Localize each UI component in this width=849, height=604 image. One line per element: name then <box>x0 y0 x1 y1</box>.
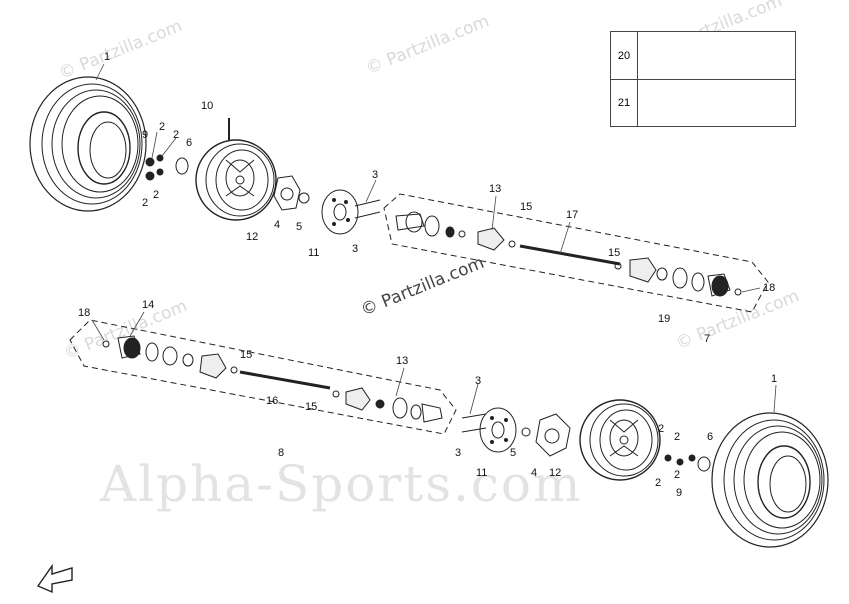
part-label: 8 <box>278 447 285 459</box>
part-label: 5 <box>296 221 303 233</box>
part-label: 19 <box>658 313 671 325</box>
direction-arrow-icon <box>36 563 73 594</box>
part-label: 9 <box>142 129 149 141</box>
part-label: 15 <box>520 201 533 213</box>
hub-lower <box>521 413 571 457</box>
part-label: 11 <box>308 247 320 259</box>
part-label: 6 <box>707 431 714 443</box>
part-label: 15 <box>240 349 253 361</box>
part-label: 18 <box>78 307 91 319</box>
inset-row-21: 21 <box>611 79 795 126</box>
part-label: 13 <box>489 183 502 195</box>
part-label: 2 <box>142 197 149 209</box>
part-label: 2 <box>674 469 681 481</box>
hub-upper <box>273 175 310 211</box>
part-label: 10 <box>201 100 214 112</box>
part-label: 5 <box>510 447 517 459</box>
part-label: 2 <box>153 189 160 201</box>
part-label: 3 <box>372 169 379 181</box>
part-label: 15 <box>608 247 621 259</box>
inset-row-20: 20 <box>611 32 795 80</box>
part-label: 1 <box>104 51 111 63</box>
part-label: 12 <box>246 231 259 243</box>
tire-upper <box>29 76 147 212</box>
part-label: 7 <box>704 333 711 345</box>
shaft-box-lower <box>69 319 457 435</box>
part-label: 14 <box>142 299 155 311</box>
watermark-alpha-sports: Alpha-Sports.com <box>100 455 583 513</box>
inset-label-21: 21 <box>611 79 638 126</box>
part-label: 6 <box>186 137 193 149</box>
brake-disc-upper <box>321 189 359 235</box>
shaft-box-upper <box>383 193 769 313</box>
part-label: 11 <box>476 467 488 479</box>
part-label: 3 <box>475 375 482 387</box>
part-label: 2 <box>658 423 665 435</box>
part-label: 13 <box>396 355 409 367</box>
inset-box: 20 21 <box>610 31 796 127</box>
part-label: 12 <box>549 467 562 479</box>
brake-disc-lower <box>479 407 517 453</box>
part-label: 2 <box>173 129 180 141</box>
part-label: 18 <box>763 282 776 294</box>
rim-upper <box>195 139 277 221</box>
drive-shaft-upper <box>395 211 742 297</box>
part-label: 17 <box>566 209 579 221</box>
part-label: 2 <box>655 477 662 489</box>
rim-lower <box>579 399 661 481</box>
part-label: 9 <box>676 487 683 499</box>
part-label: 2 <box>159 121 166 133</box>
part-label: 15 <box>305 401 318 413</box>
part-label: 4 <box>274 219 281 231</box>
part-label: 4 <box>531 467 538 479</box>
part-label: 16 <box>266 395 279 407</box>
part-label: 3 <box>455 447 462 459</box>
part-label: 3 <box>352 243 359 255</box>
part-label: 2 <box>674 431 681 443</box>
tire-lower <box>711 412 829 548</box>
drive-shaft-lower <box>102 335 443 423</box>
part-label: 1 <box>771 373 778 385</box>
inset-label-20: 20 <box>611 32 638 79</box>
